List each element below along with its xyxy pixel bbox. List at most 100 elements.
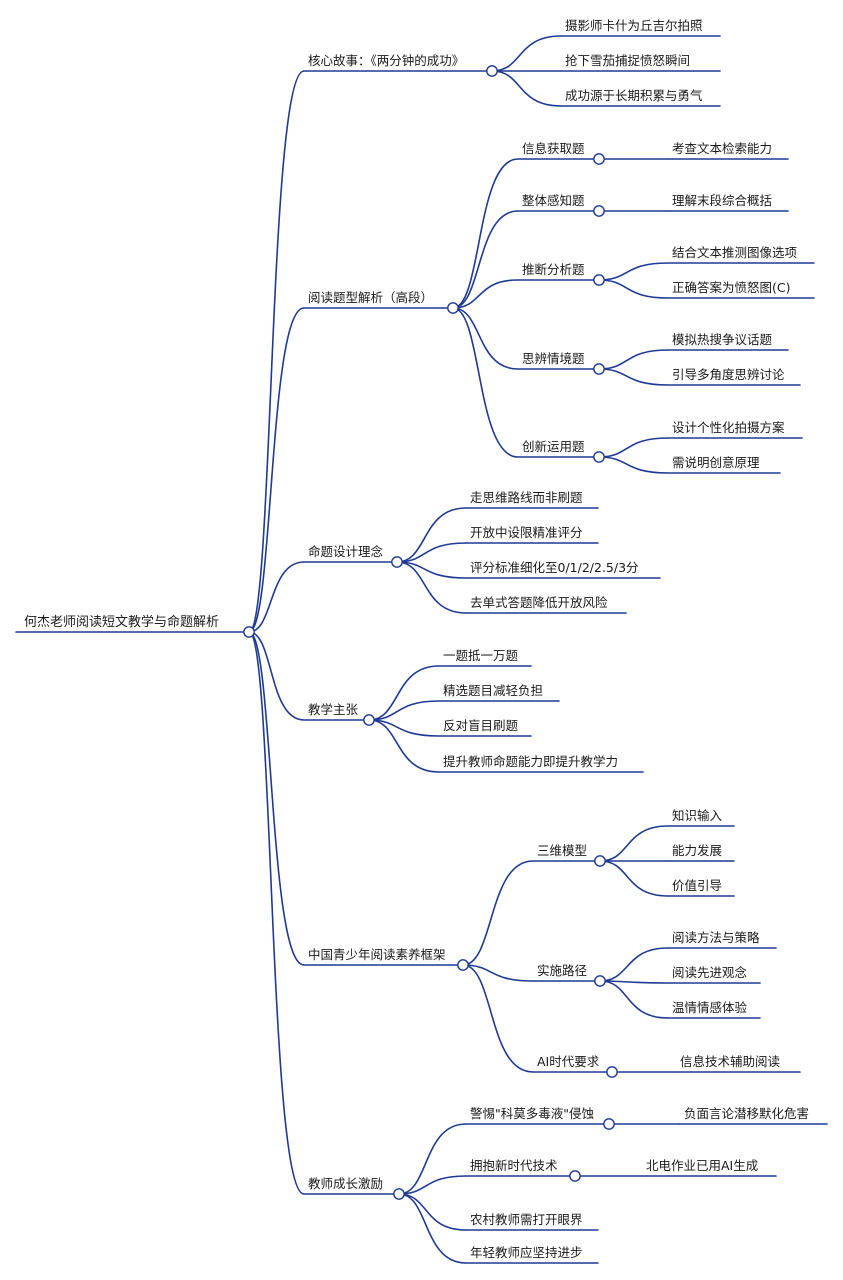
branch-node-label[interactable]: 走思维路线而非刷题 [470,490,583,505]
connector-curve [462,964,534,982]
branch-node-label[interactable]: 阅读方法与策略 [672,930,760,945]
root-node-label[interactable]: 何杰老师阅读短文教学与命题解析 [24,614,219,630]
collapse-knob-icon[interactable] [243,626,255,638]
connector-curve [598,368,669,386]
branch-node-label[interactable]: 提升教师命题能力即提升教学力 [443,754,618,769]
connector-curve [599,860,669,897]
branch-node-label[interactable]: 需说明创意原理 [672,455,760,470]
branch-node-label[interactable]: 理解末段综合概括 [672,193,772,208]
branch-node-label[interactable]: 考查文本检索能力 [672,141,772,156]
branch-node-label[interactable]: 实施路径 [537,963,587,978]
connector-curve [452,307,519,458]
connector-curve [452,210,519,309]
branch-node-label[interactable]: 思辨情境题 [522,351,585,366]
branch-node-label[interactable]: 成功源于长期积累与勇气 [565,88,703,103]
connector-curve [368,719,440,737]
branch-node-label[interactable]: 北电作业已用AI生成 [646,1158,758,1173]
connector-curve [398,1193,467,1231]
collapse-knob-icon[interactable] [603,1118,615,1130]
connector-curve [398,1175,467,1195]
branch-node-label[interactable]: 模拟热搜争议话题 [672,332,773,347]
collapse-knob-icon[interactable] [447,302,459,314]
connector-curve [396,507,467,563]
branch-node-label[interactable]: 结合文本推测图像选项 [672,245,797,260]
connector-curve [398,1123,467,1195]
branch-node-label[interactable]: 阅读题型解析（高段） [308,290,433,305]
branch-node-label[interactable]: 信息技术辅助阅读 [680,1054,780,1069]
branch-node-label[interactable]: 信息获取题 [522,141,585,156]
collapse-knob-icon[interactable] [606,1066,618,1078]
collapse-knob-icon[interactable] [391,556,403,568]
collapse-knob-icon[interactable] [593,451,605,463]
collapse-knob-icon[interactable] [594,855,606,867]
branch-node-label[interactable]: 一题抵一万题 [443,648,519,663]
collapse-knob-icon[interactable] [593,363,605,375]
branch-node-label[interactable]: 温情情感体验 [672,1000,748,1015]
connector-curve [452,158,519,309]
branch-node-label[interactable]: 引导多角度思辨讨论 [672,367,785,382]
connector-curve [452,279,519,309]
branch-node-label[interactable]: 价值引导 [672,878,722,893]
branch-node-label[interactable]: AI时代要求 [537,1054,600,1069]
connector-curve [599,980,669,984]
branch-node-label[interactable]: 正确答案为愤怒图(C) [672,280,790,295]
branch-node-label[interactable]: 教师成长激励 [308,1176,383,1191]
branch-node-label[interactable]: 中国青少年阅读素养框架 [308,947,446,962]
connector-curve [491,70,562,107]
branch-node-label[interactable]: 农村教师需打开眼界 [470,1212,583,1227]
branch-node-label[interactable]: 教学主张 [308,702,359,717]
collapse-knob-icon[interactable] [594,975,606,987]
collapse-knob-icon[interactable] [457,959,469,971]
branch-node-label[interactable]: 去单式答题降低开放风险 [470,595,608,610]
branch-node-label[interactable]: 三维模型 [537,843,587,858]
branch-node-label[interactable]: 能力发展 [672,843,722,858]
branch-node-label[interactable]: 核心故事：《两分钟的成功》 [308,53,464,68]
branch-node-label[interactable]: 整体感知题 [522,193,585,208]
branch-node-label[interactable]: 创新运用题 [522,439,585,454]
branch-knobs [243,65,618,1200]
connector-curve [462,860,534,966]
connector-curve [368,665,440,721]
connector-curve [598,437,669,458]
branch-node-label[interactable]: 拥抱新时代技术 [470,1158,558,1173]
mindmap-nodes: 何杰老师阅读短文教学与命题解析 核心故事：《两分钟的成功》 摄影师卡什为丘吉尔拍照抢… [24,18,809,1260]
connector-curve [599,980,669,1019]
branch-node-label[interactable]: 警惕"科莫多毒液"侵蚀 [470,1106,594,1121]
branch-node-label[interactable]: 评分标准细化至0/1/2/2.5/3分 [470,560,639,575]
branch-node-label[interactable]: 年轻教师应坚持进步 [470,1245,583,1260]
branch-node-label[interactable]: 反对盲目刷题 [443,718,519,733]
connector-curve [396,561,467,579]
connector-curve [598,279,669,299]
collapse-knob-icon[interactable] [593,205,605,217]
connector-lines [15,35,828,1264]
connector-curve [248,631,305,721]
connector-curve [248,561,305,633]
branch-node-label[interactable]: 知识输入 [672,808,723,823]
branch-node-label[interactable]: 摄影师卡什为丘吉尔拍照 [565,18,703,33]
branch-node-label[interactable]: 开放中设限精准评分 [470,525,583,540]
branch-node-label[interactable]: 抢下雪茄捕捉愤怒瞬间 [565,53,690,68]
collapse-knob-icon[interactable] [393,1188,405,1200]
connector-curve [598,456,669,474]
branch-node-label[interactable]: 命题设计理念 [308,544,384,559]
connector-curve [248,70,305,633]
connector-curve [599,825,669,862]
collapse-knob-icon[interactable] [569,1170,581,1182]
connector-curve [396,542,467,563]
branch-node-label[interactable]: 推断分析题 [522,262,585,277]
branch-node-label[interactable]: 设计个性化拍摄方案 [672,420,785,435]
connector-curve [248,631,305,1195]
collapse-knob-icon[interactable] [363,714,375,726]
branch-node-label[interactable]: 负面言论潜移默化危害 [684,1106,809,1121]
branch-node-label[interactable]: 精选题目减轻负担 [443,683,543,698]
collapse-knob-icon[interactable] [593,274,605,286]
connector-curve [462,964,534,1073]
connector-curve [368,700,440,721]
collapse-knob-icon[interactable] [486,65,498,77]
connector-curve [396,561,467,614]
branch-node-label[interactable]: 阅读先进观念 [672,965,748,980]
collapse-knob-icon[interactable] [593,153,605,165]
connector-curve [368,719,440,773]
